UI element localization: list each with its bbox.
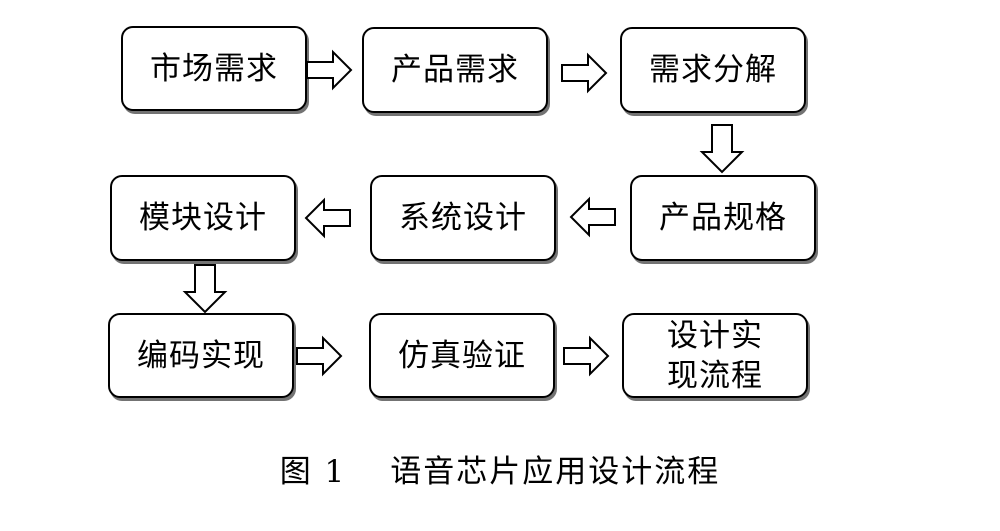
node-system-design: 系统设计	[370, 175, 556, 261]
node-design-flow: 设计实现流程	[622, 313, 808, 398]
node-label: 需求分解	[649, 52, 777, 88]
node-label: 仿真验证	[398, 337, 526, 374]
node-simulation: 仿真验证	[369, 313, 555, 398]
arrow-right-icon	[296, 335, 343, 377]
node-label: 设计实现流程	[667, 317, 763, 394]
node-product-demand: 产品需求	[362, 27, 548, 113]
arrow-right-icon	[306, 49, 353, 91]
node-label: 编码实现	[137, 337, 265, 374]
figure-number: 图 1	[279, 453, 347, 490]
arrow-down-icon	[699, 124, 745, 174]
node-market-demand: 市场需求	[121, 26, 307, 111]
arrow-down-icon	[182, 264, 228, 314]
figure-title: 语音芯片应用设计流程	[390, 453, 721, 490]
figure-caption: 图 1 语音芯片应用设计流程	[0, 446, 1000, 490]
node-label: 模块设计	[139, 200, 267, 236]
node-label: 产品规格	[659, 200, 787, 236]
node-coding: 编码实现	[108, 313, 294, 398]
node-label: 产品需求	[391, 52, 519, 88]
node-product-spec: 产品规格	[630, 175, 816, 261]
node-module-design: 模块设计	[110, 175, 296, 261]
node-label: 系统设计	[399, 200, 527, 236]
arrow-left-icon	[569, 196, 616, 238]
arrow-left-icon	[304, 197, 351, 239]
node-demand-decomposition: 需求分解	[620, 27, 806, 113]
node-label: 市场需求	[150, 50, 278, 87]
arrow-right-icon	[561, 52, 608, 94]
arrow-right-icon	[563, 335, 610, 377]
